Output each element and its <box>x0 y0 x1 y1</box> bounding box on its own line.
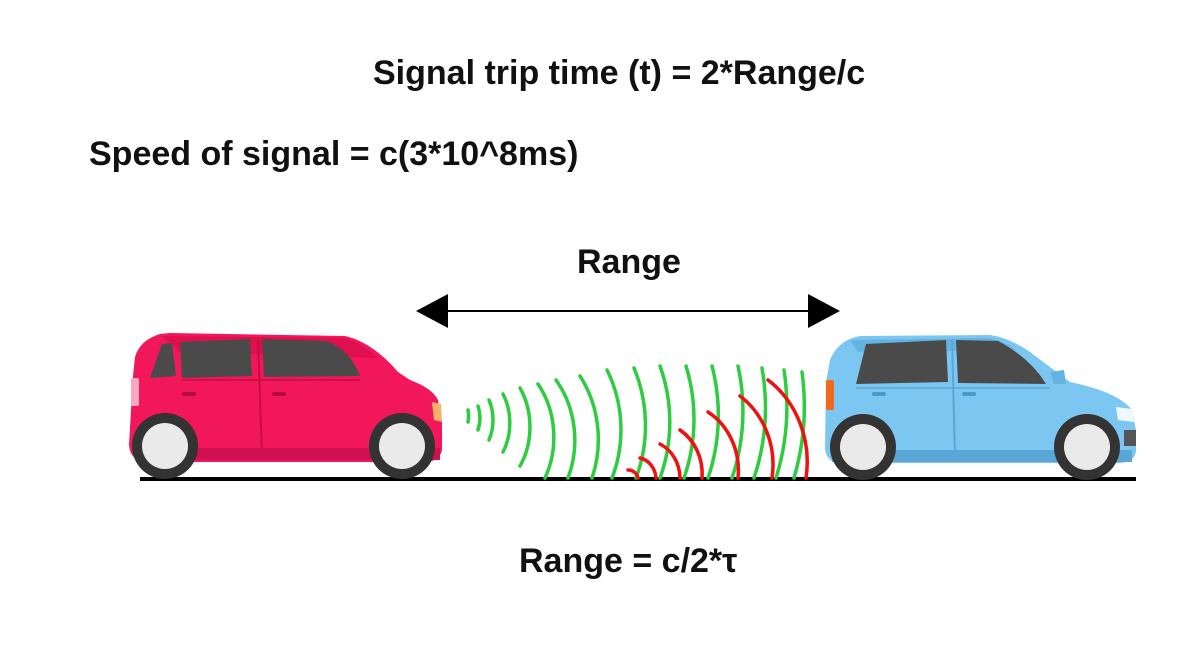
range-label: Range <box>577 243 681 281</box>
transmitted-signal-waves <box>466 364 807 480</box>
red-hatchback-car-icon <box>129 333 442 479</box>
red-car-rear-wheel <box>132 413 198 479</box>
arrow-head-left <box>416 294 448 328</box>
red-car-front-wheel <box>369 413 435 479</box>
arrow-head-right <box>808 294 840 328</box>
formula-trip-time: Signal trip time (t) = 2*Range/c <box>373 54 866 92</box>
reflected-signal-waves <box>626 378 809 480</box>
blue-car-front-wheel <box>1054 414 1120 480</box>
blue-car-rear-wheel <box>830 414 896 480</box>
range-arrow <box>416 294 840 328</box>
formula-range: Range = c/2*τ <box>519 542 738 580</box>
formula-signal-speed: Speed of signal = c(3*10^8ms) <box>89 135 579 173</box>
blue-hatchback-car-icon <box>825 335 1136 480</box>
